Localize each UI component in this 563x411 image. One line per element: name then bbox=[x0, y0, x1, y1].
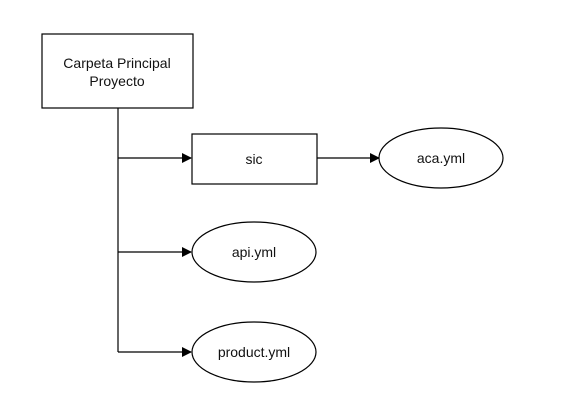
api-file-ellipse bbox=[191, 221, 317, 283]
root-folder-label-line2: Proyecto bbox=[89, 73, 144, 89]
aca-file-label: aca.yml bbox=[417, 150, 465, 166]
sic-folder-node: sic bbox=[191, 133, 318, 185]
aca-file-ellipse bbox=[378, 127, 504, 189]
api-file-node: api.yml bbox=[191, 221, 317, 283]
sic-folder-box bbox=[191, 133, 318, 185]
root-folder-box bbox=[41, 33, 194, 109]
product-file-ellipse bbox=[191, 321, 317, 383]
root-folder-label-line1: Carpeta Principal bbox=[63, 55, 170, 71]
api-file-label: api.yml bbox=[232, 244, 276, 260]
sic-folder-label: sic bbox=[245, 151, 262, 167]
product-file-label: product.yml bbox=[218, 344, 290, 360]
aca-file-node: aca.yml bbox=[378, 127, 504, 189]
product-file-node: product.yml bbox=[191, 321, 317, 383]
root-folder-node: Carpeta Principal Proyecto bbox=[41, 33, 194, 109]
